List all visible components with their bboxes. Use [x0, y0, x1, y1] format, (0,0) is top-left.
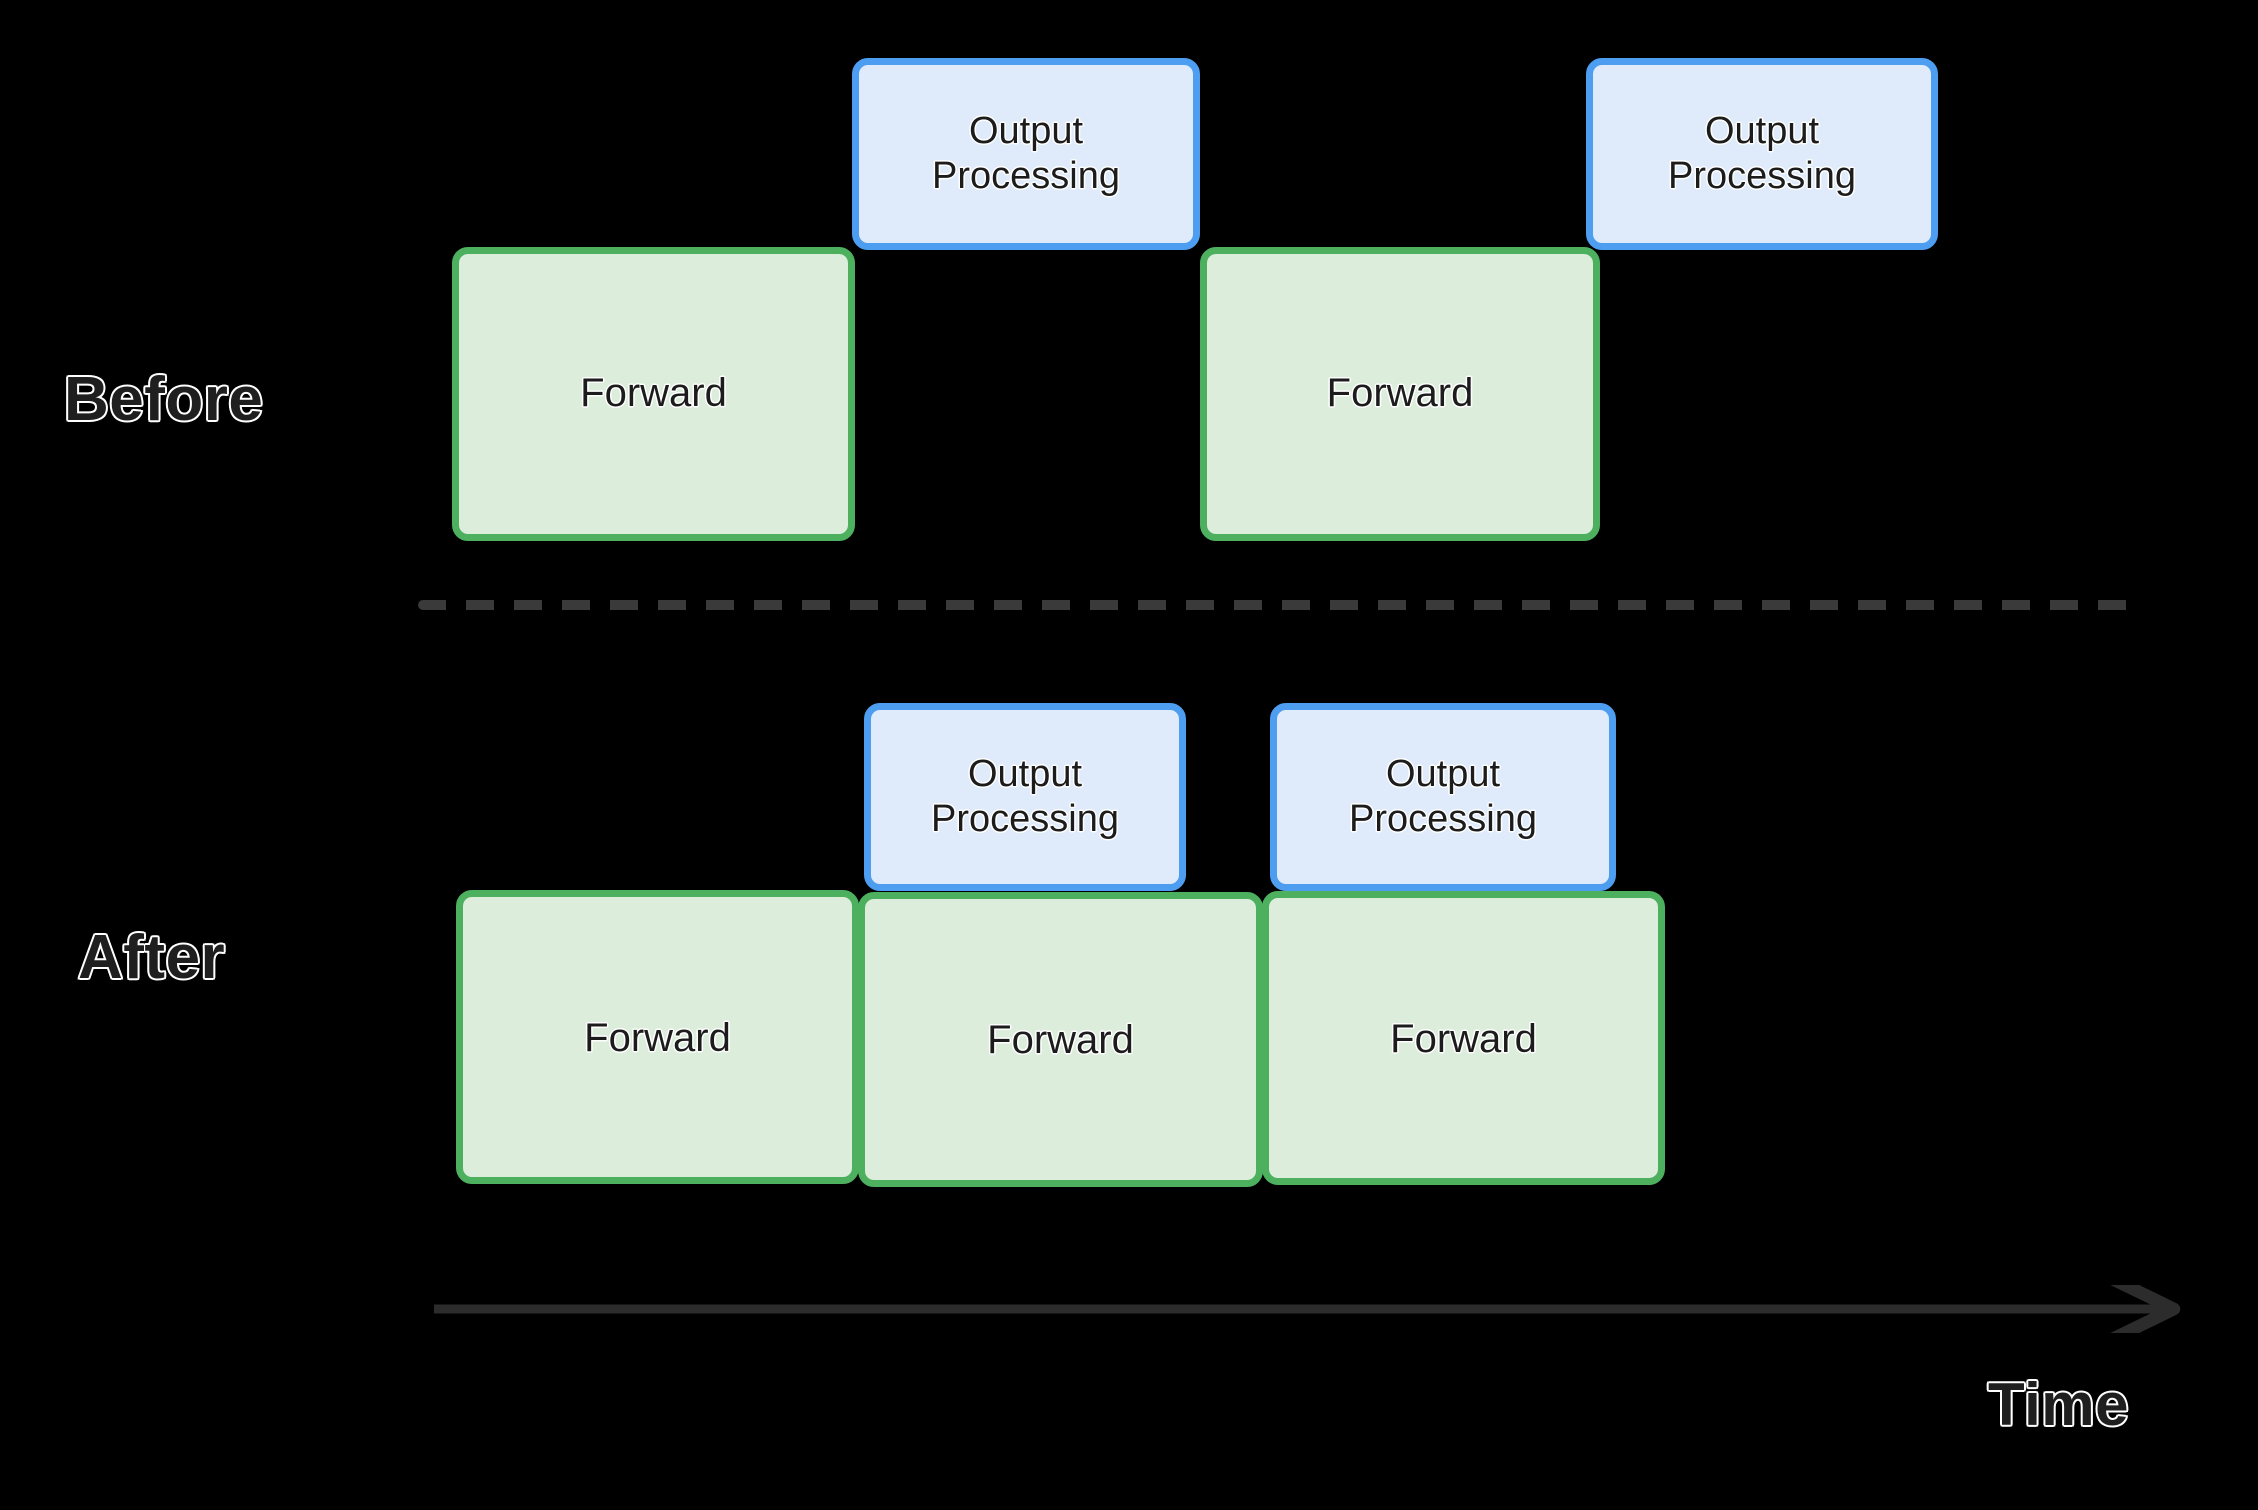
after-output-processing-block-1: Output Processing — [864, 703, 1186, 891]
block-label: Output Processing — [1668, 110, 1856, 197]
block-label: Forward — [1390, 1017, 1537, 1061]
row-label-after: After — [76, 922, 226, 994]
before-output-processing-block-1: Output Processing — [852, 58, 1200, 250]
block-label: Forward — [1326, 371, 1474, 416]
block-label: Output Processing — [931, 753, 1119, 840]
time-axis-label: Time — [1987, 1370, 2130, 1440]
time-axis-arrow — [434, 1285, 2190, 1333]
after-forward-block-2: Forward — [858, 892, 1263, 1187]
after-forward-block-1: Forward — [456, 890, 859, 1184]
section-divider-dashed-line — [418, 600, 2133, 610]
block-label: Forward — [987, 1018, 1134, 1062]
after-forward-block-3: Forward — [1262, 891, 1665, 1185]
block-label: Output Processing — [932, 110, 1120, 197]
block-label: Forward — [584, 1016, 731, 1060]
before-output-processing-block-2: Output Processing — [1586, 58, 1938, 250]
after-output-processing-block-2: Output Processing — [1270, 703, 1616, 891]
block-label: Output Processing — [1349, 753, 1537, 840]
before-forward-block-1: Forward — [452, 247, 855, 541]
row-label-before: Before — [62, 364, 264, 436]
block-label: Forward — [580, 371, 727, 416]
before-forward-block-2: Forward — [1200, 247, 1600, 541]
